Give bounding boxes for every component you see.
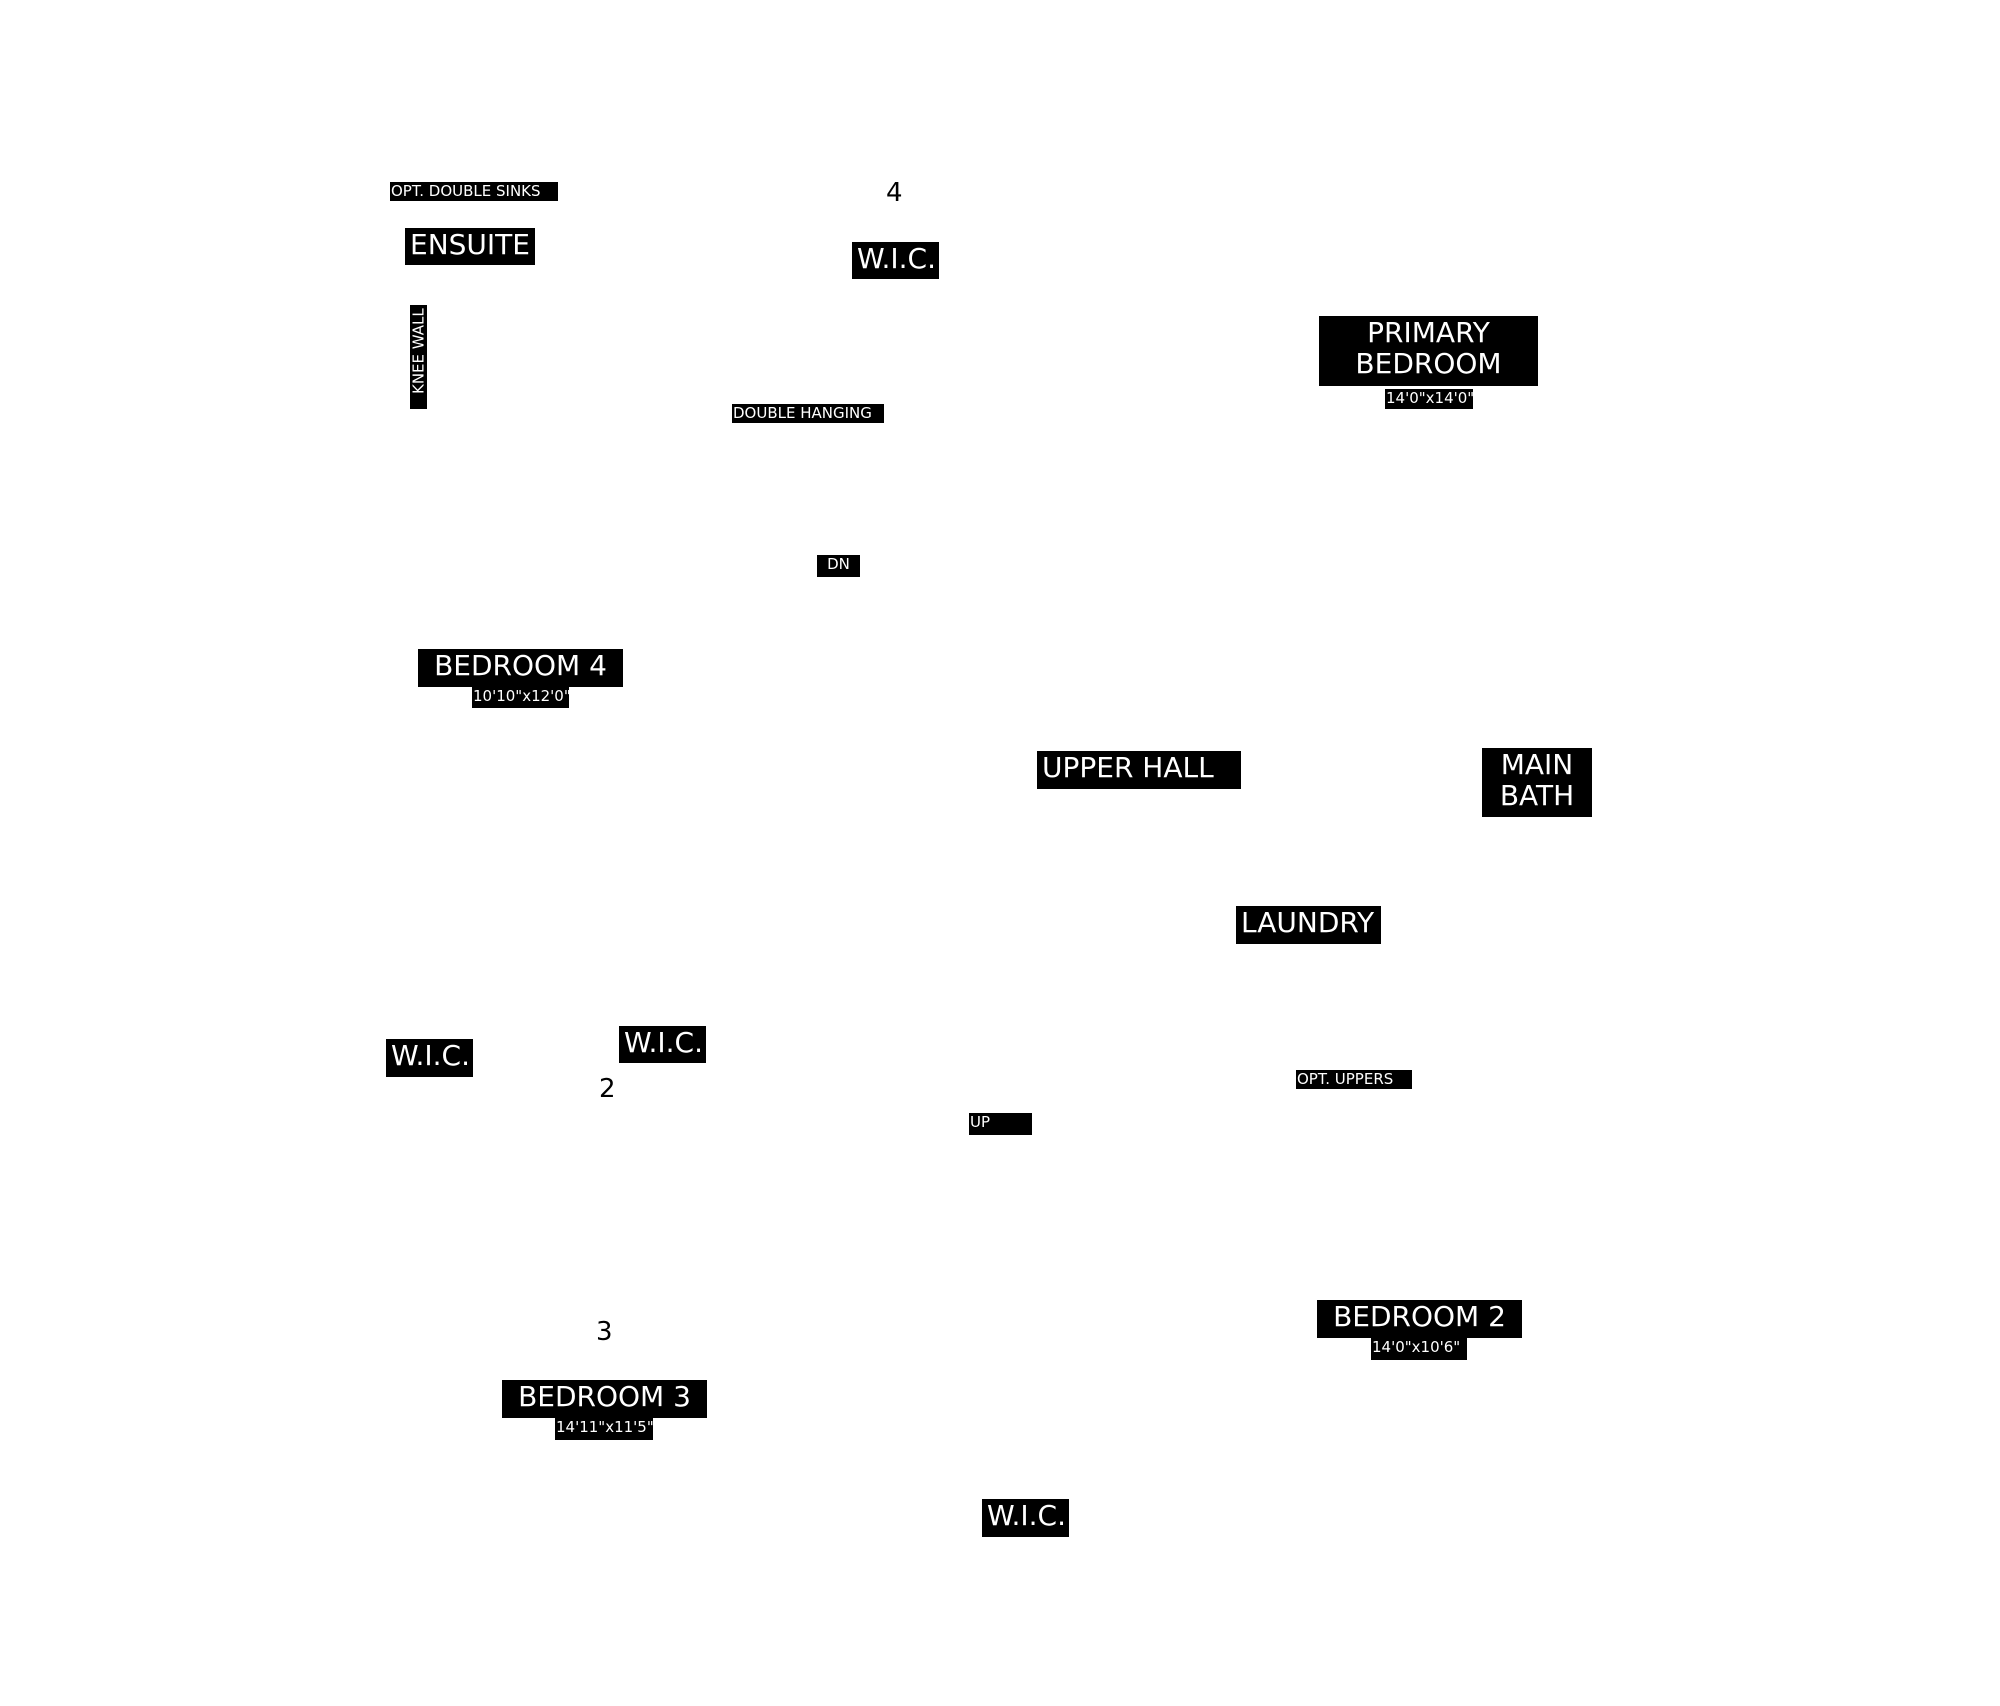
room-number-4: 4 (886, 178, 903, 208)
upper-hall-label: UPPER HALL (1037, 751, 1241, 789)
opt-uppers-label: OPT. UPPERS (1296, 1070, 1412, 1089)
bedroom-3-label: BEDROOM 3 (502, 1380, 707, 1418)
double-hanging-label: DOUBLE HANGING (732, 404, 884, 423)
opt-double-sinks-label: OPT. DOUBLE SINKS (390, 182, 558, 201)
bedroom-4-dimensions: 10'10"x12'0" (472, 687, 571, 708)
stairs-up-label: UP (969, 1113, 1032, 1135)
ensuite-label: ENSUITE (405, 228, 535, 265)
bedroom-3-dimensions: 14'11"x11'5" (555, 1418, 654, 1440)
primary-bedroom-line1: PRIMARY (1367, 316, 1490, 349)
primary-bedroom-label: PRIMARY BEDROOM (1319, 316, 1538, 386)
room-number-2: 2 (599, 1074, 616, 1104)
wic-mid-label: W.I.C. (619, 1026, 706, 1063)
laundry-label: LAUNDRY (1236, 906, 1381, 944)
wic-left-label: W.I.C. (386, 1039, 473, 1077)
main-bath-line2: BATH (1499, 778, 1575, 812)
room-number-3: 3 (596, 1317, 613, 1347)
bedroom-2-dimensions: 14'0"x10'6" (1371, 1338, 1467, 1360)
knee-wall-text: KNEE WALL (409, 308, 428, 394)
bedroom-4-label: BEDROOM 4 (418, 649, 623, 687)
main-bath-label: MAIN BATH (1482, 748, 1592, 817)
bedroom-2-label: BEDROOM 2 (1317, 1300, 1522, 1338)
wic-top-label: W.I.C. (852, 242, 939, 279)
wic-bottom-label: W.I.C. (982, 1499, 1069, 1537)
primary-bedroom-line2: BEDROOM (1355, 346, 1502, 380)
primary-bedroom-dimensions: 14'0"x14'0" (1385, 389, 1475, 409)
main-bath-line1: MAIN (1500, 748, 1574, 781)
stairs-down-label: DN (817, 555, 860, 577)
knee-wall-label: KNEE WALL (409, 305, 428, 409)
